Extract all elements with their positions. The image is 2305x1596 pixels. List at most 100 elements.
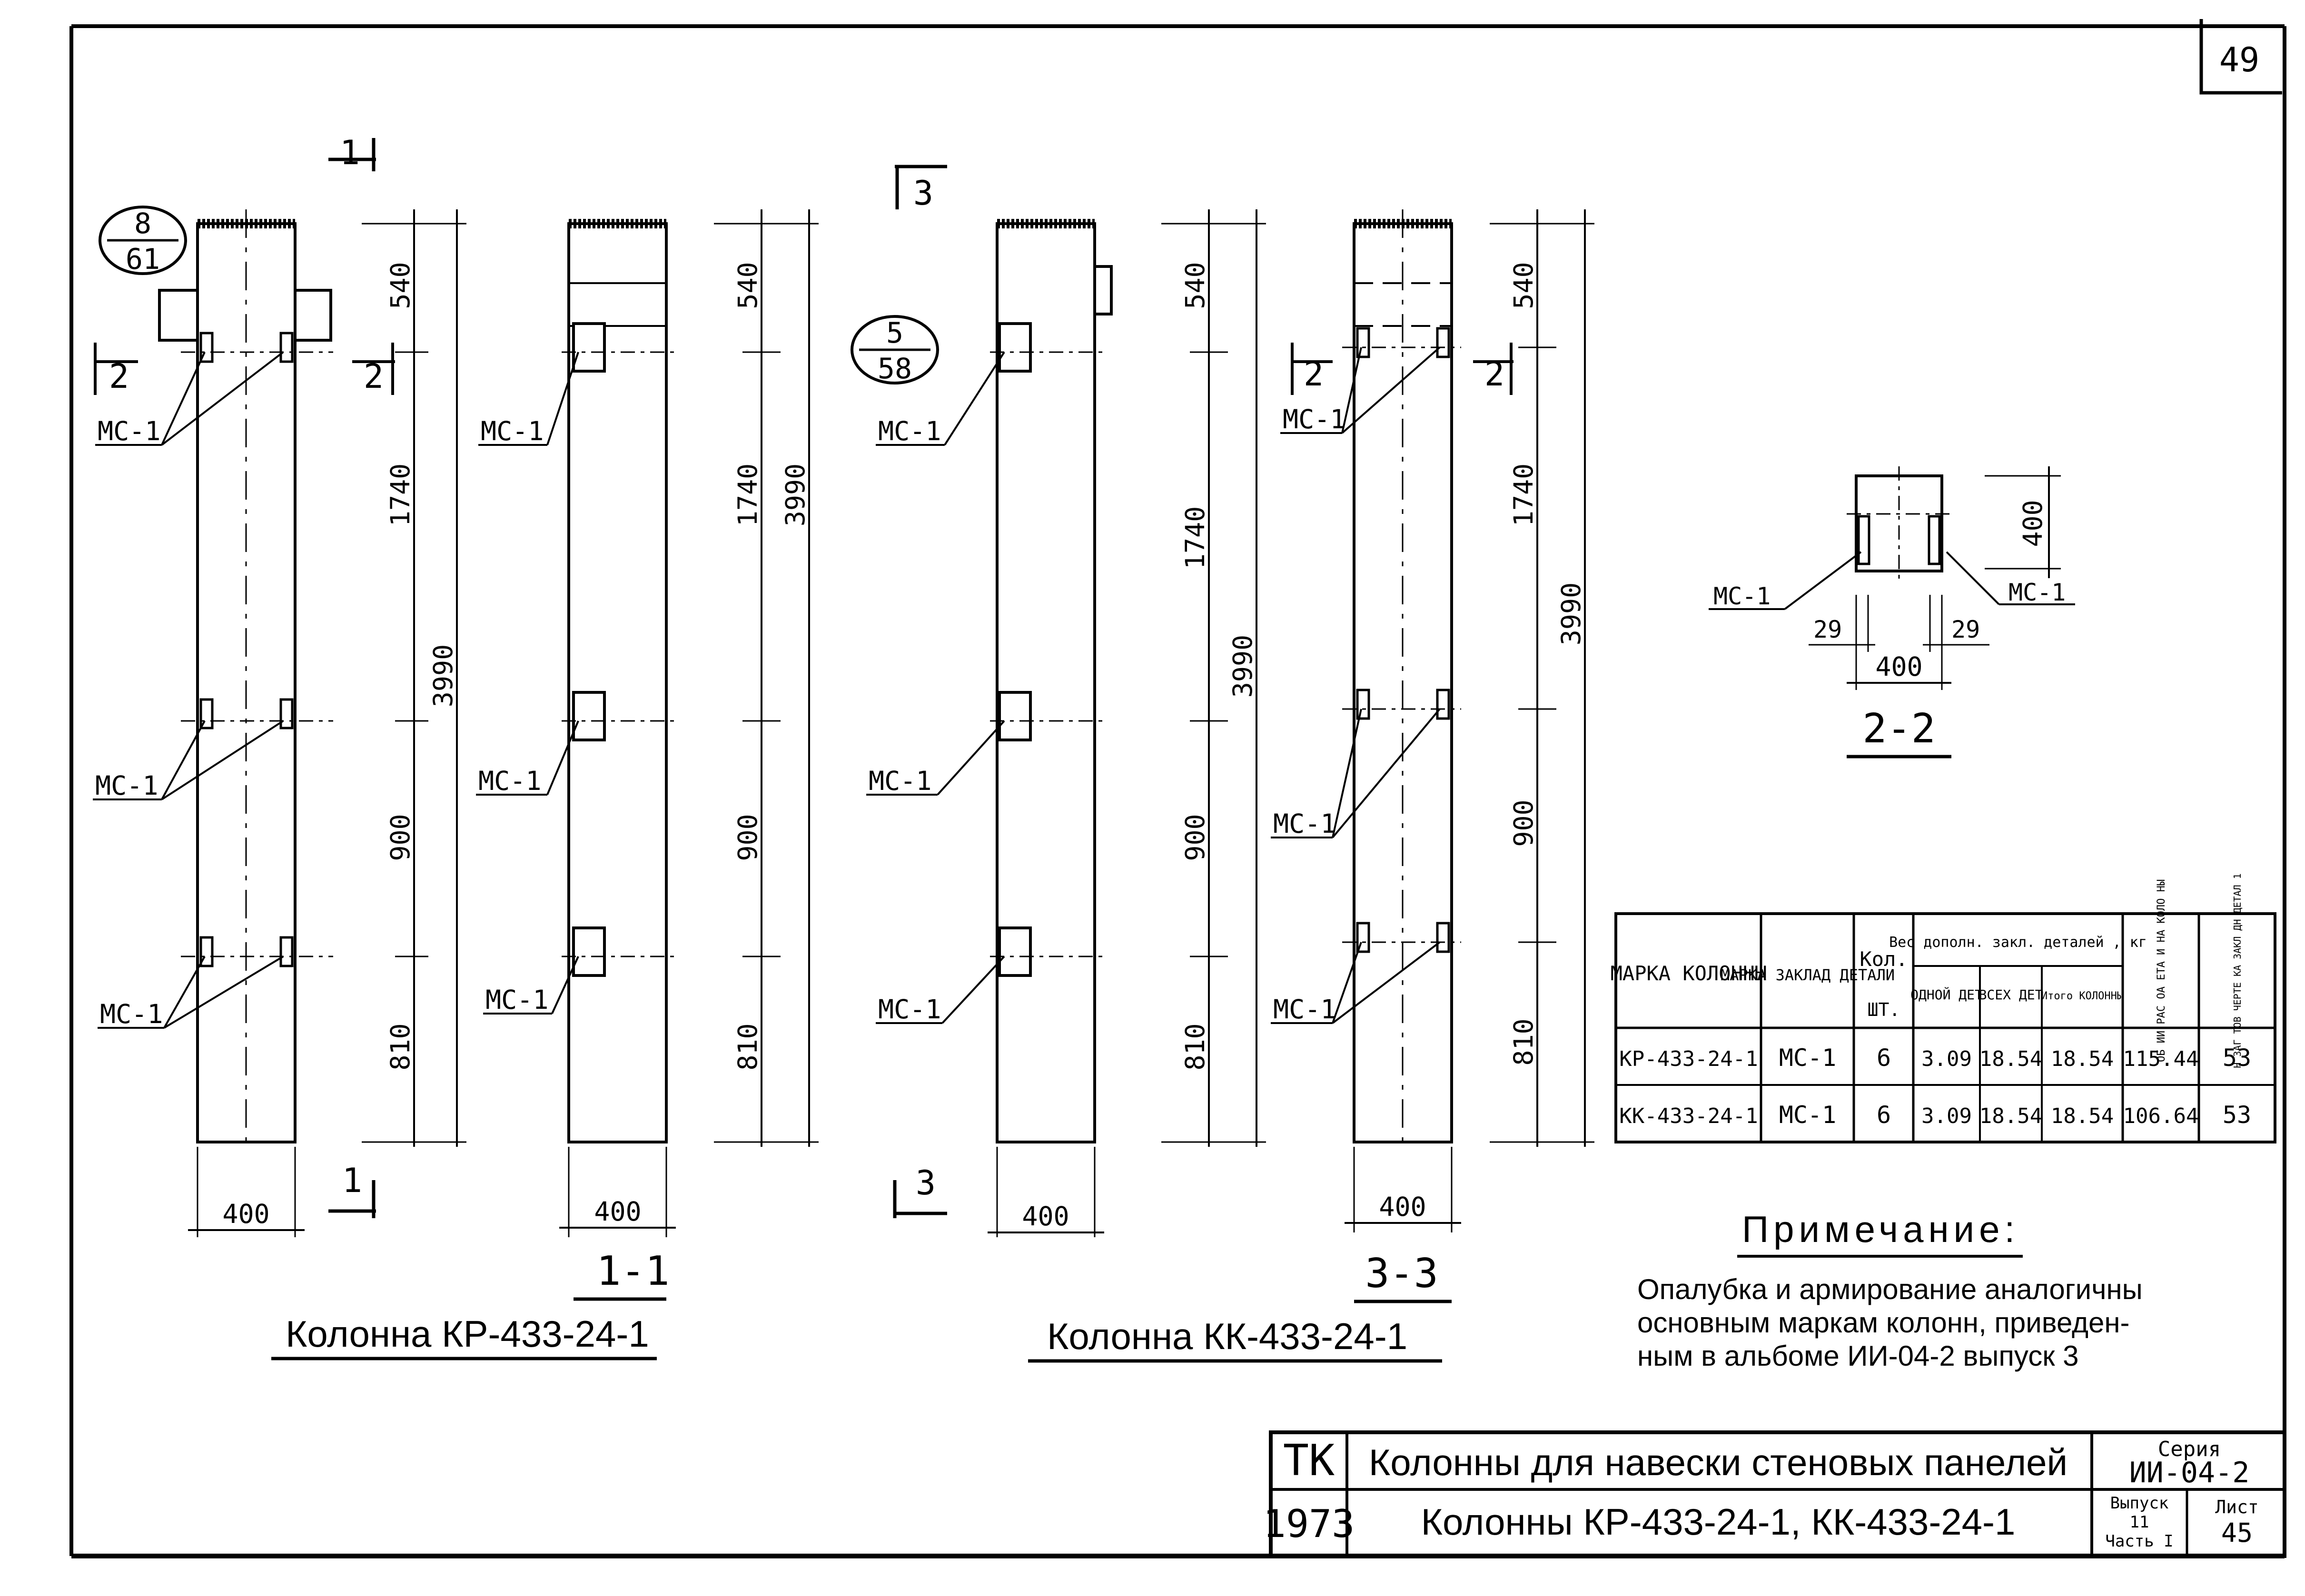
th-w-total: Итого КОЛОННЫ [2041,990,2123,1002]
kr-dim-810: 810 [385,1023,415,1070]
r2-embed: МС-1 [1779,1101,1836,1129]
r1-draw: 53 [2223,1044,2251,1072]
kr-dimension-chain: 540 1740 900 810 3990 [362,209,466,1147]
tb-part: Часть I [2105,1532,2173,1551]
kr-dim-900: 900 [385,814,415,861]
kr-mark-1-bottom: 1 [342,1161,362,1200]
r2-one: 3.09 [1921,1104,1972,1128]
s11-mc1-mid: МС-1 [478,766,541,796]
kk-dim-900: 900 [1180,814,1210,861]
section-1-1-label: 1-1 [596,1248,670,1295]
th-draw: Н ЗАГ ТОВ ЧЕРТЕ КА ЗАКЛ ДН ДЕТАЛ 1 [2232,873,2243,1068]
kr-title-group: Колонна КР-433-24-1 [271,1313,657,1360]
kr-mc1-label-top: МС-1 [98,416,160,446]
section-2-2: 400 МС-1 МС-1 29 29 400 2-2 [1709,466,2075,759]
r1-total: 18.54 [2051,1047,2114,1071]
s11-dim-900: 900 [732,814,763,861]
kr-embed-labels: МС-1 МС-1 МС-1 [93,351,284,1029]
s22-height-value: 400 [2018,500,2048,547]
s22-mc1-left: МС-1 [1713,582,1771,610]
tb-issue-label: Выпуск [2110,1494,2169,1513]
s33-dim-3990: 3990 [1556,582,1586,645]
kk-column-elevation [990,219,1113,1143]
kk-width-dimension: 400 [988,1147,1104,1237]
kk-dimension-chain: 540 1740 900 810 3990 [1161,209,1266,1147]
kr-callout-top: 8 [134,207,151,240]
sheet-frame: 49 [69,19,2286,1558]
kk-dim-810: 810 [1180,1023,1210,1070]
s11-width-value: 400 [594,1196,641,1227]
th-qty: Кол. [1860,947,1908,971]
kk-mc1-label-mid: МС-1 [869,766,931,796]
th-mark: МАРКА КОЛОННЫ [1611,962,1767,985]
s33-width-value: 400 [1379,1192,1426,1222]
kr-width-value: 400 [222,1199,269,1229]
s33-mc1-bottom: МС-1 [1273,994,1336,1025]
kk-callout-bottom: 58 [878,352,912,385]
r1-all: 18.54 [1979,1047,2042,1071]
kr-dim-1740: 1740 [385,463,415,526]
kk-dim-1740: 1740 [1180,506,1210,569]
th-embed: МАРКА ЗАКЛАД ДЕТАЛИ [1721,966,1895,984]
tb-title-1: Колонны для навески стеновых панелей [1369,1441,2068,1483]
kr-callout-bottom: 61 [126,243,160,276]
r2-mark: КК-433-24-1 [1619,1104,1758,1128]
kk-mark-2-left: 2 [1304,355,1324,394]
sheet-number: 49 [2219,40,2259,79]
kr-dim-540: 540 [385,262,415,309]
r1-calc: 115.44 [2123,1047,2199,1071]
weights-table: МАРКА КОЛОННЫ МАРКА ЗАКЛАД ДЕТАЛИ Кол. Ш… [1611,873,2276,1143]
r2-calc: 106.64 [2123,1104,2199,1128]
tb-sheet-label: Лист [2215,1497,2259,1517]
r1-embed: МС-1 [1779,1044,1836,1072]
s33-mc1-mid: МС-1 [1273,808,1336,839]
r2-total: 18.54 [2051,1104,2114,1128]
section-2-2-label: 2-2 [1862,705,1936,752]
s11-mc1-top: МС-1 [481,416,544,446]
s11-mc1-bottom: МС-1 [485,985,548,1015]
s33-dim-1740: 1740 [1508,463,1539,526]
r1-mark: КР-433-24-1 [1619,1047,1758,1071]
s22-offset-left: 29 [1813,616,1842,643]
tb-series-label: Серия [2158,1437,2221,1461]
r2-draw: 53 [2223,1101,2251,1129]
kr-column-title: Колонна КР-433-24-1 [286,1313,649,1355]
kk-section-marks: 3 3 [893,165,947,1218]
kk-callout: 5 58 [851,315,939,385]
s33-mc1-top: МС-1 [1283,404,1345,434]
section-3-3-label: 3-3 [1365,1250,1438,1297]
tb-year: 1973 [1263,1502,1355,1546]
kk-mark-2-right: 2 [1484,355,1504,394]
th-w-one: ОДНОЙ ДЕТ [1910,986,1983,1003]
th-calc: ОБ ИИ РАС ОА ЕТА И НА КОЛО НЫ [2156,879,2167,1062]
s33-dim-900: 900 [1508,799,1539,847]
kr-column-elevation [158,209,333,1147]
kr-width-dimension: 400 [188,1147,305,1237]
kk-embed-labels: МС-1 МС-1 МС-1 [866,351,1005,1025]
kr-mc1-label-bottom: МС-1 [100,999,163,1029]
note-line-3: ным в альбоме ИИ-04-2 выпуск 3 [1637,1340,2078,1372]
th-w-all: ВСЕХ ДЕТ [1979,987,2043,1003]
s22-mc1-right: МС-1 [2008,579,2066,606]
r1-qty: 6 [1877,1044,1891,1072]
tb-issue: 11 [2130,1513,2149,1532]
kk-mc1-label-bottom: МС-1 [878,994,941,1025]
kk-dim-540: 540 [1180,262,1210,309]
kr-mark-2-right: 2 [364,357,384,396]
th-qty-unit: ШТ. [1868,999,1900,1020]
tb-sheet: 45 [2221,1517,2253,1548]
section-3-3-view: 2 2 МС-1 МС-1 МС-1 400 540 1740 900 810 … [1271,209,1594,1303]
kr-section-marks: 1 1 2 2 [94,133,395,1218]
kr-mark-2-left: 2 [109,357,129,396]
r2-qty: 6 [1877,1101,1891,1129]
kr-mc1-label-mid: МС-1 [95,770,158,801]
note-block: Примечание: Опалубка и армирование анало… [1637,1208,2143,1372]
s11-dim-810: 810 [732,1023,763,1070]
kk-callout-top: 5 [886,316,903,350]
r2-all: 18.54 [1979,1104,2042,1128]
s33-dim-540: 540 [1508,262,1539,309]
s11-dim-3990: 3990 [780,463,811,526]
kk-mark-3-bottom: 3 [916,1163,936,1202]
kr-dim-3990: 3990 [428,644,458,707]
